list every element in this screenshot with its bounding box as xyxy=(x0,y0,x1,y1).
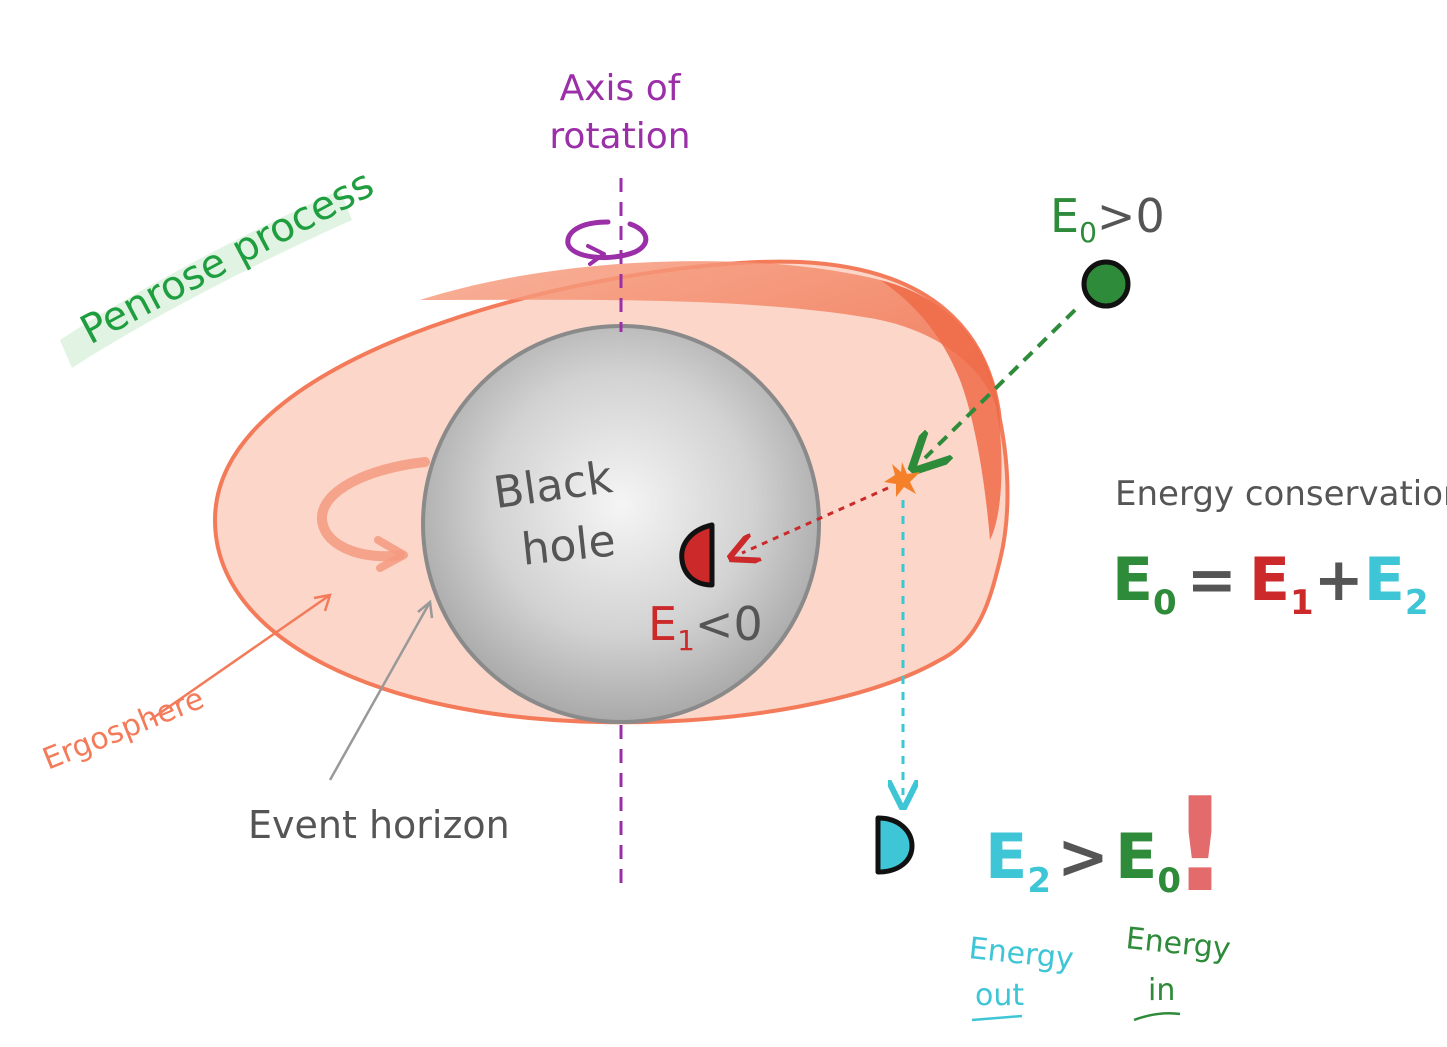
energy-conservation-label: Energy conservation xyxy=(1115,474,1447,514)
ergosphere-pointer xyxy=(149,593,331,722)
black-hole xyxy=(421,324,821,724)
negative-energy-path-arrow xyxy=(742,486,889,553)
ergosphere-rotation-arrowhead xyxy=(374,536,408,572)
axis-rotation-icon xyxy=(565,219,649,260)
axis-label-line2: rotation xyxy=(549,116,690,157)
energy-in-label-line1: Energy xyxy=(1124,921,1232,967)
energy-out-label-line2: out xyxy=(975,978,1024,1013)
energy-out-underline xyxy=(971,1014,1023,1022)
energy-in-label-line2: in xyxy=(1148,973,1175,1008)
e1-negative-label: E1<0 xyxy=(648,597,763,657)
particle-e2 xyxy=(875,815,915,875)
split-event-burst xyxy=(884,462,920,497)
black-hole-label-line2: hole xyxy=(519,515,618,576)
energy-out-label-line1: Energy xyxy=(967,931,1075,977)
particle-e0 xyxy=(1081,259,1131,309)
particle-e1 xyxy=(679,522,715,588)
e0-positive-label: E0>0 xyxy=(1050,189,1165,249)
ergosphere-rotation-arrow xyxy=(317,457,430,562)
event-horizon-pointer xyxy=(328,601,432,781)
title-text: Penrose process xyxy=(73,161,381,354)
event-horizon-label: Event horizon xyxy=(248,803,510,847)
incoming-path-arrow xyxy=(925,308,1077,458)
energy-in-underline xyxy=(1133,1012,1181,1022)
ergosphere-label: Ergosphere xyxy=(38,681,209,777)
exclamation-mark: ! xyxy=(1170,769,1229,921)
result-inequality: E2>E0 xyxy=(985,820,1181,901)
axis-label-line1: Axis of xyxy=(560,68,682,109)
title-highlight xyxy=(60,190,352,368)
conservation-equation: E0=E1+E2 xyxy=(1112,545,1429,623)
